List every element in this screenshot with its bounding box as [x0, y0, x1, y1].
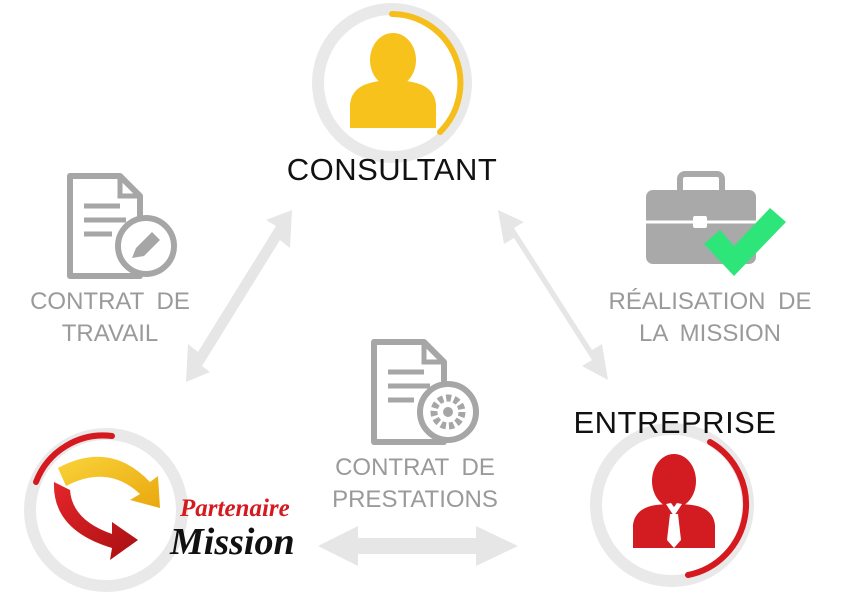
- document-gear-icon: [371, 339, 479, 445]
- partenaire-logo-bottom: Mission: [170, 521, 295, 563]
- realisation-line2: LA MISSION: [638, 320, 782, 347]
- consultant-ring: [312, 3, 472, 163]
- partenaire-logo-top: Partenaire: [180, 495, 290, 522]
- consultant-node: [312, 3, 472, 163]
- contrat-prestations-line2: PRESTATIONS: [332, 486, 498, 513]
- entreprise-label: ENTREPRISE: [573, 405, 777, 440]
- consultant-ring-accent: [389, 11, 464, 135]
- arrow-consultant-partenaire: [186, 210, 292, 382]
- arrow-consultant-entreprise: [498, 210, 608, 380]
- realisation-line1: RÉALISATION DE: [608, 288, 812, 315]
- contrat-travail-line1: CONTRAT DE: [30, 288, 190, 315]
- partenaire-ring-accent: [33, 432, 115, 485]
- entreprise-ring-accent: [685, 439, 750, 578]
- briefcase-check-icon: [646, 171, 786, 276]
- arrow-partenaire-entreprise: [318, 526, 518, 566]
- consultant-label: CONSULTANT: [286, 152, 498, 187]
- contrat-travail-label: CONTRAT DE TRAVAIL: [10, 286, 210, 350]
- partenaire-logo-arrows: [53, 456, 160, 560]
- realisation-label: RÉALISATION DE LA MISSION: [590, 286, 830, 350]
- contrat-prestations-line1: CONTRAT DE: [335, 454, 495, 481]
- partenaire-node: [24, 428, 188, 592]
- consultant-person-icon: [350, 33, 436, 128]
- contrat-prestations-label: CONTRAT DE PRESTATIONS: [310, 452, 520, 516]
- entreprise-node: [590, 423, 754, 587]
- businessman-icon: [633, 454, 715, 548]
- document-edit-icon: [67, 173, 177, 279]
- contrat-travail-line2: TRAVAIL: [61, 320, 159, 347]
